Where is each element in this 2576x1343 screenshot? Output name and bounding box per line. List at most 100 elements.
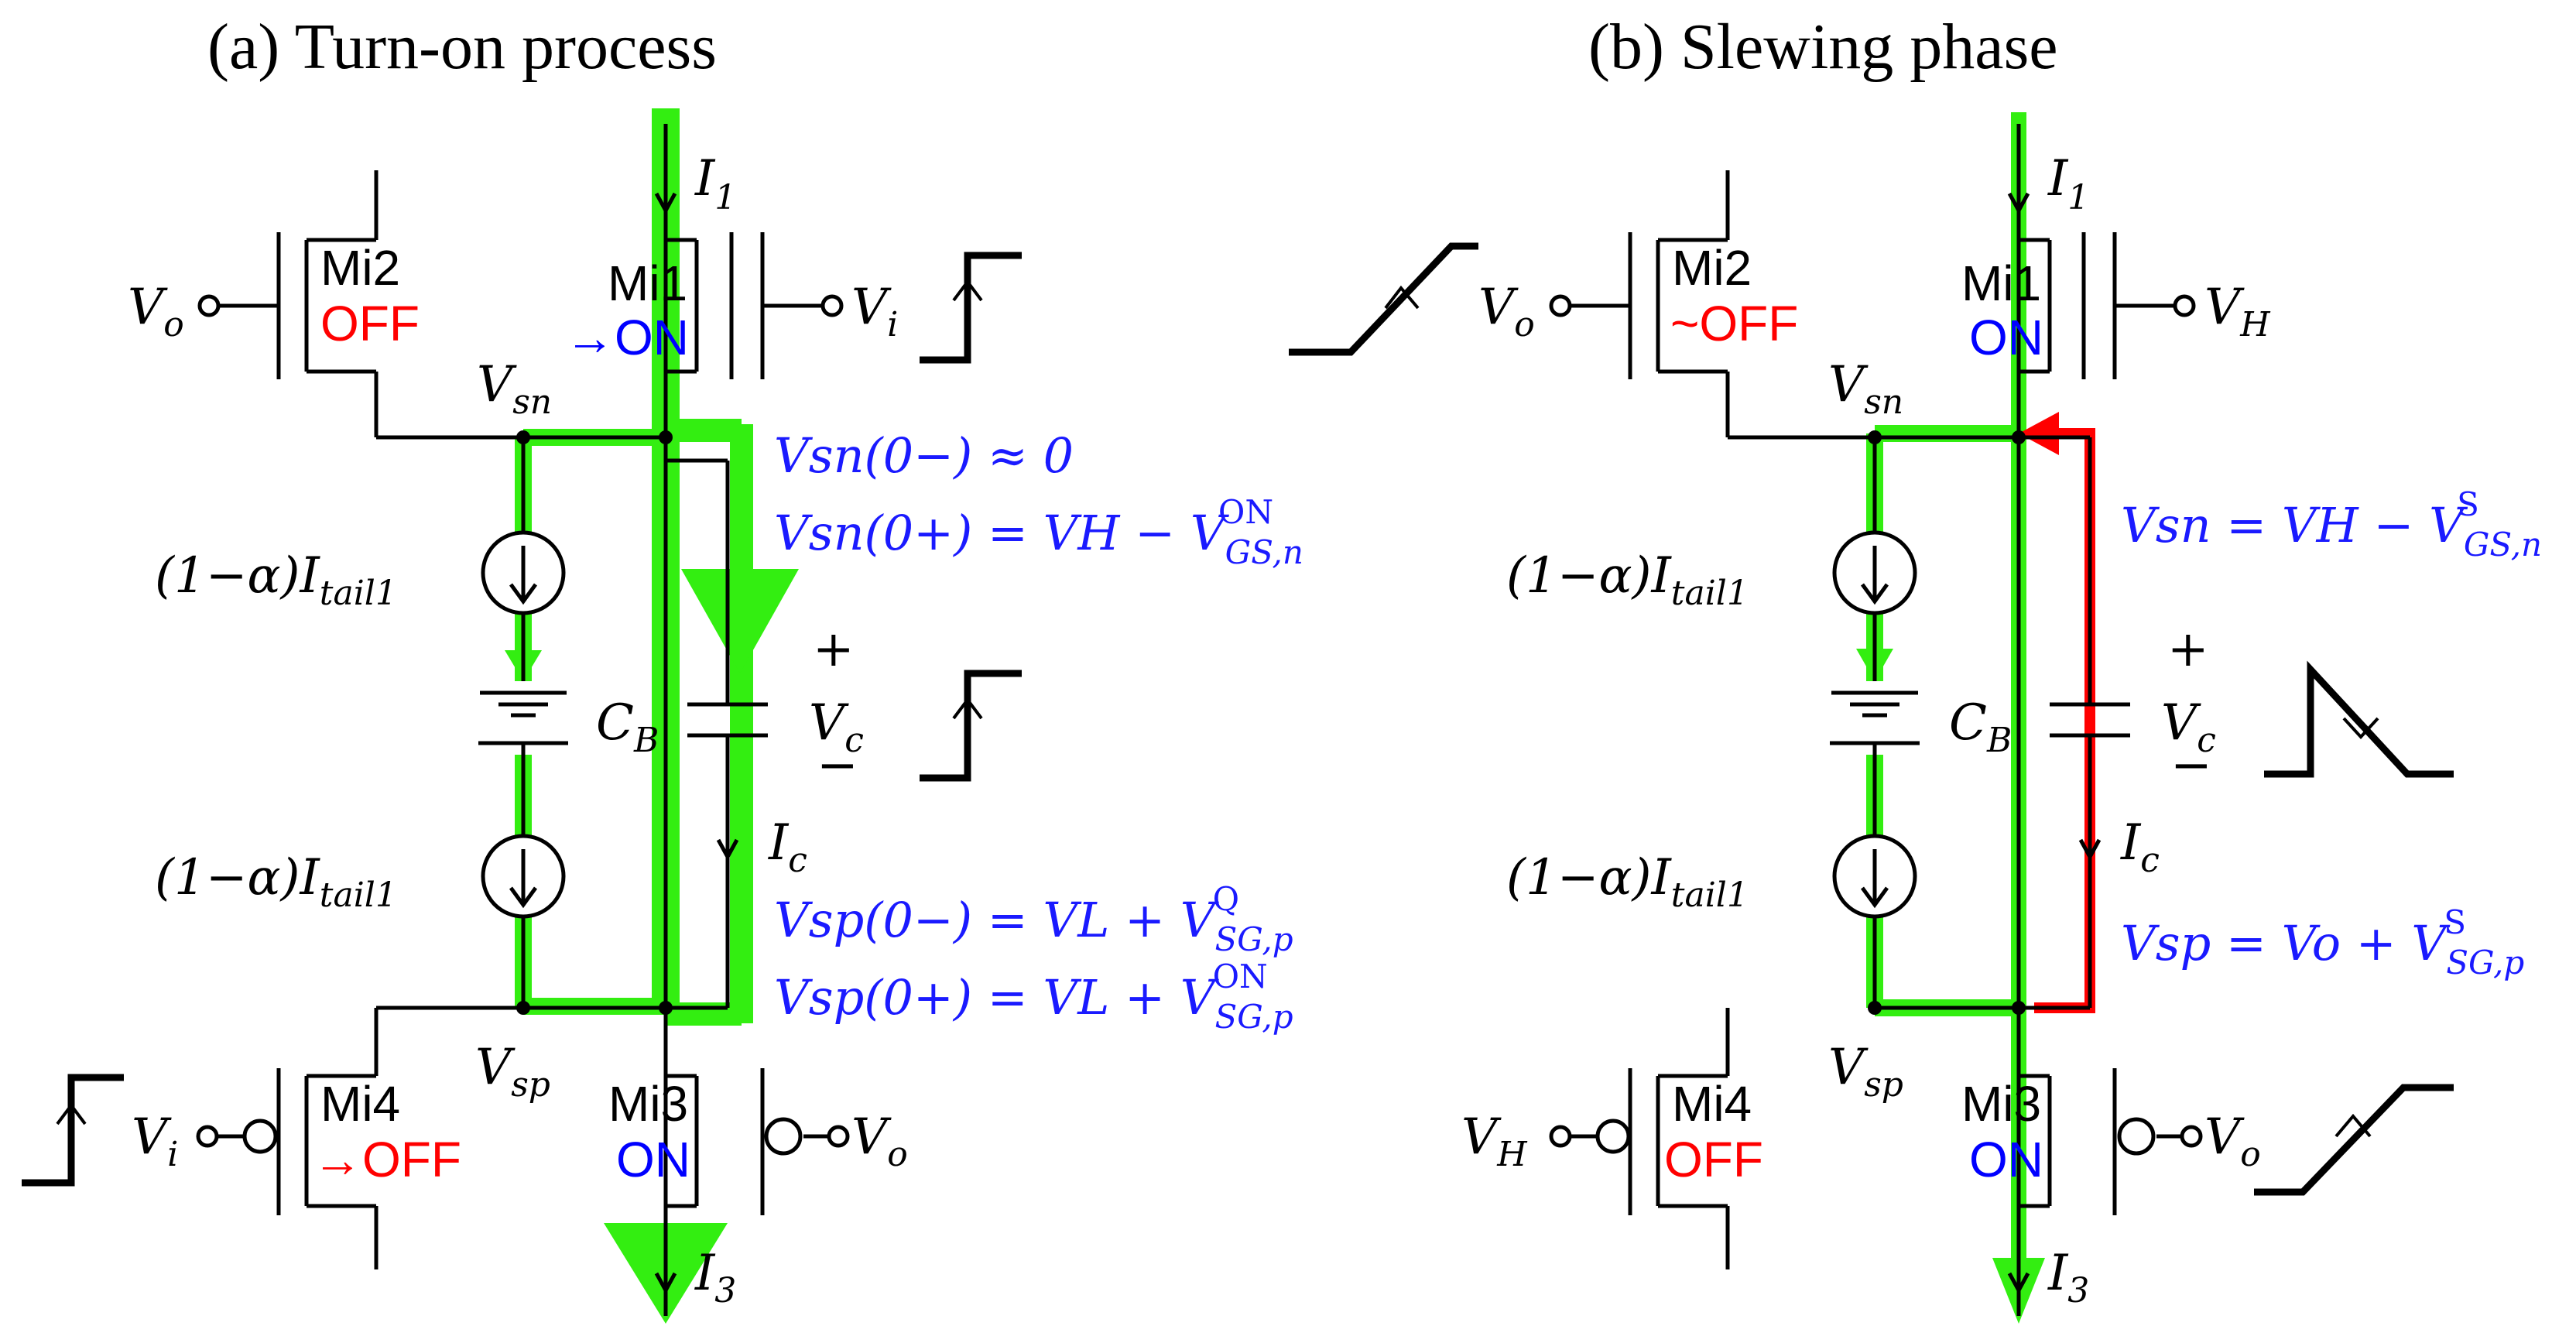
svg-text:I3: I3 [2047,1245,2089,1310]
svg-text:Vsp: Vsp [1828,1039,1903,1105]
node-dot [516,430,530,444]
transistor-label: Mi3 [608,1076,688,1132]
svg-text:Vsp(0−) = VL + VSG,pQ: Vsp(0−) = VL + VSG,pQ [774,880,1293,958]
transistor-label: Mi2 [1672,240,1752,296]
svg-text:I1: I1 [694,150,736,218]
ground-symbol [478,690,568,745]
panel-a: (a) Turn-on process [22,11,1303,1324]
svg-text:−: − [2170,737,2212,794]
step-up-icon [22,1074,124,1187]
capacitor-cb [2050,702,2130,738]
node-dot [516,1001,530,1015]
transistor-state: ON [1969,1132,2043,1187]
svg-text:Vc: Vc [2161,694,2216,760]
svg-text:Vc: Vc [809,694,864,760]
ramp-up-icon [2254,1084,2454,1196]
transistor-state: ON [1969,310,2043,365]
gate-terminal [827,1125,850,1148]
svg-text:Ic: Ic [2120,814,2160,880]
transistor-state: ~OFF [1670,296,1798,351]
step-up-icon [920,252,1022,364]
step-up-icon [56,1102,87,1125]
svg-text:−: − [817,737,858,794]
panel-b-labels: I1 Vo VH Vsn (1−α)Itail1 (1−α)Itail1 CB … [1461,150,2271,1310]
svg-text:Vo: Vo [851,1108,908,1174]
ramp-down-icon [2264,660,2454,778]
gate-terminal [197,294,221,317]
node-dot [2012,1001,2026,1015]
current-arrow [2007,1272,2030,1295]
svg-text:Ic: Ic [768,814,807,880]
transistor-label: Mi4 [320,1076,400,1132]
panel-b: (b) Slewing phase [1289,11,2542,1324]
ramp-up-icon [1289,242,1478,356]
current-arrow [654,1272,677,1295]
ground-symbol [1830,690,1920,745]
svg-text:Vsp = Vo + VSG,pS: Vsp = Vo + VSG,pS [2121,903,2524,982]
svg-text:Vsn: Vsn [477,356,552,422]
svg-text:CB: CB [596,694,659,760]
svg-text:Vsn: Vsn [1828,356,1903,422]
transistor-label: Mi1 [608,255,687,311]
transistor-mi3: Mi3 ON [1961,1076,2043,1187]
svg-text:(1−α)Itail1: (1−α)Itail1 [155,547,397,613]
gate-terminal [2180,1125,2203,1148]
transistor-label: Mi2 [320,240,400,296]
svg-text:(1−α)Itail1: (1−α)Itail1 [1506,849,1749,915]
svg-text:(1−α)Itail1: (1−α)Itail1 [155,849,397,915]
transistor-mi2: Mi2 OFF [197,240,420,351]
node-dot [2012,430,2026,444]
panel-b-title: (b) Slewing phase [1588,11,2058,83]
transistor-label: Mi3 [1961,1076,2041,1132]
gate-terminal [1549,1125,1572,1148]
svg-text:+: + [813,621,855,678]
step-up-icon [952,279,983,302]
gate-terminal [820,294,844,317]
transistor-mi1: Mi1 →ON [565,238,844,374]
svg-text:CB: CB [1949,694,2012,760]
panel-a-wires [218,124,828,1316]
gate-bubble [1595,1119,1631,1154]
svg-text:I1: I1 [2047,150,2089,218]
svg-text:Vsn(0−) ≈ 0: Vsn(0−) ≈ 0 [774,427,1074,484]
current-arrow [654,192,677,215]
gate-terminal [196,1125,219,1148]
transistor-state: →ON [565,310,689,365]
node-dot [659,1001,673,1015]
transistor-mi1: Mi1 ON [1961,255,2043,365]
transistor-state: OFF [1664,1132,1763,1187]
transistor-mi3: Mi3 ON [608,1074,850,1208]
panel-b-wires [1570,124,2181,1316]
node-dot [1868,1001,1882,1015]
current-arrow-green [681,569,799,673]
transistor-state: →OFF [313,1132,461,1187]
transistor-mi4: Mi4 OFF [1664,1076,1763,1187]
gate-bubble [764,1117,803,1156]
svg-text:VH: VH [1461,1108,1528,1174]
svg-text:Vsp: Vsp [475,1039,550,1105]
svg-text:I3: I3 [694,1245,736,1310]
gate-bubble [2117,1117,2156,1156]
capacitor-cb [687,702,768,738]
panel-b-equations: Vsn = VH − VGS,nS Vsp = Vo + VSG,pS [2121,485,2542,982]
transistor-label: Mi1 [1961,255,2041,311]
transistor-state: OFF [320,296,420,351]
svg-text:Vi: Vi [132,1108,178,1174]
current-arrow [2078,838,2102,862]
svg-text:Vsn = VH − VGS,nS: Vsn = VH − VGS,nS [2121,485,2542,564]
svg-text:Vsp(0+) = VL + VSG,pON: Vsp(0+) = VL + VSG,pON [774,958,1293,1036]
svg-text:VH: VH [2204,279,2271,344]
svg-text:Vo: Vo [2204,1108,2261,1174]
svg-text:Vo: Vo [128,279,184,344]
transistor-label: Mi4 [1672,1076,1752,1132]
gate-terminal [2173,294,2196,317]
slew-current-path [2019,412,2095,1013]
step-up-icon [920,670,1022,782]
transistor-state: ON [616,1132,690,1187]
current-source [481,530,566,615]
current-source [1832,530,1917,615]
panel-a-title: (a) Turn-on process [207,11,717,83]
transistor-mi4: Mi4 →OFF [196,1076,461,1187]
panel-a-labels: I1 Vo Vi Vsn (1−α)Itail1 (1−α)Itail1 CB … [128,150,908,1310]
